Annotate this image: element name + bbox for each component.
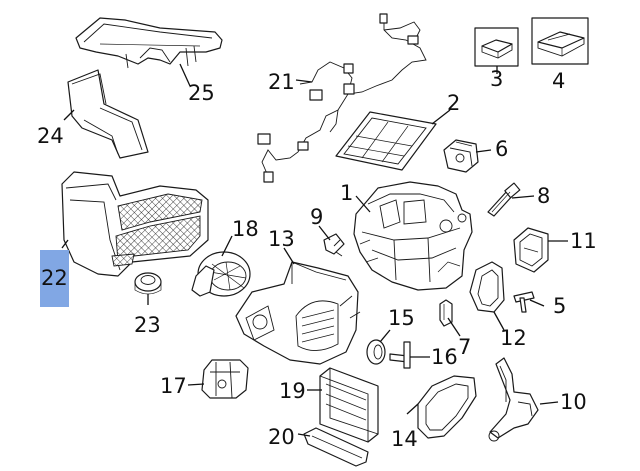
part-16-clip [389,341,411,369]
callout-7[interactable]: 7 [458,335,471,359]
callout-14[interactable]: 14 [391,427,418,451]
callout-8[interactable]: 8 [537,184,550,208]
part-15-ring [366,339,386,365]
callout-2[interactable]: 2 [447,91,460,115]
callout-19[interactable]: 19 [279,379,306,403]
part-2-cabin-filter [335,111,437,171]
part-9-sensor [323,233,345,257]
part-6-actuator [443,139,479,173]
callout-5[interactable]: 5 [553,294,566,318]
callout-13[interactable]: 13 [268,227,295,251]
part-21-wiring-harness [257,13,427,183]
callout-1[interactable]: 1 [340,181,353,205]
part-23-grommet [134,272,162,295]
callout-labels: 1 2 3 4 5 6 7 8 9 10 11 12 13 14 15 16 1… [37,67,597,451]
callout-22[interactable]: 22 [41,266,68,290]
callout-21[interactable]: 21 [268,70,295,94]
callout-23[interactable]: 23 [134,313,161,337]
part-3-component [474,27,519,67]
callout-12[interactable]: 12 [500,326,527,350]
part-1-hvac-case [353,181,473,291]
part-13-blower-housing [235,261,361,365]
part-11-actuator [513,227,549,273]
part-12-gasket [469,261,505,313]
part-5-pin [513,291,535,313]
part-19-filter [319,367,379,443]
part-20-seal [303,427,369,467]
callout-24[interactable]: 24 [37,124,64,148]
part-8-sensor [487,182,521,217]
callout-25[interactable]: 25 [188,81,215,105]
part-25-upper-duct [75,17,223,69]
callout-3[interactable]: 3 [490,67,503,91]
callout-20[interactable]: 20 [268,425,295,449]
part-4-module [531,17,589,65]
part-22-housing [61,171,209,277]
leader-lines [61,63,568,437]
callout-11[interactable]: 11 [570,229,597,253]
callout-15[interactable]: 15 [388,306,415,330]
callout-16[interactable]: 16 [431,345,458,369]
part-14-gasket [417,375,477,439]
callout-9[interactable]: 9 [310,205,323,229]
callout-4[interactable]: 4 [552,69,565,93]
callout-6[interactable]: 6 [495,137,508,161]
callout-18[interactable]: 18 [232,217,259,241]
part-17-bracket [201,359,249,399]
callout-10[interactable]: 10 [560,390,587,414]
part-18-blower-motor [191,251,251,297]
callout-22-highlight [40,250,69,307]
part-10-duct [488,357,539,442]
part-24-foam-seal [67,69,149,159]
callout-17[interactable]: 17 [160,374,187,398]
